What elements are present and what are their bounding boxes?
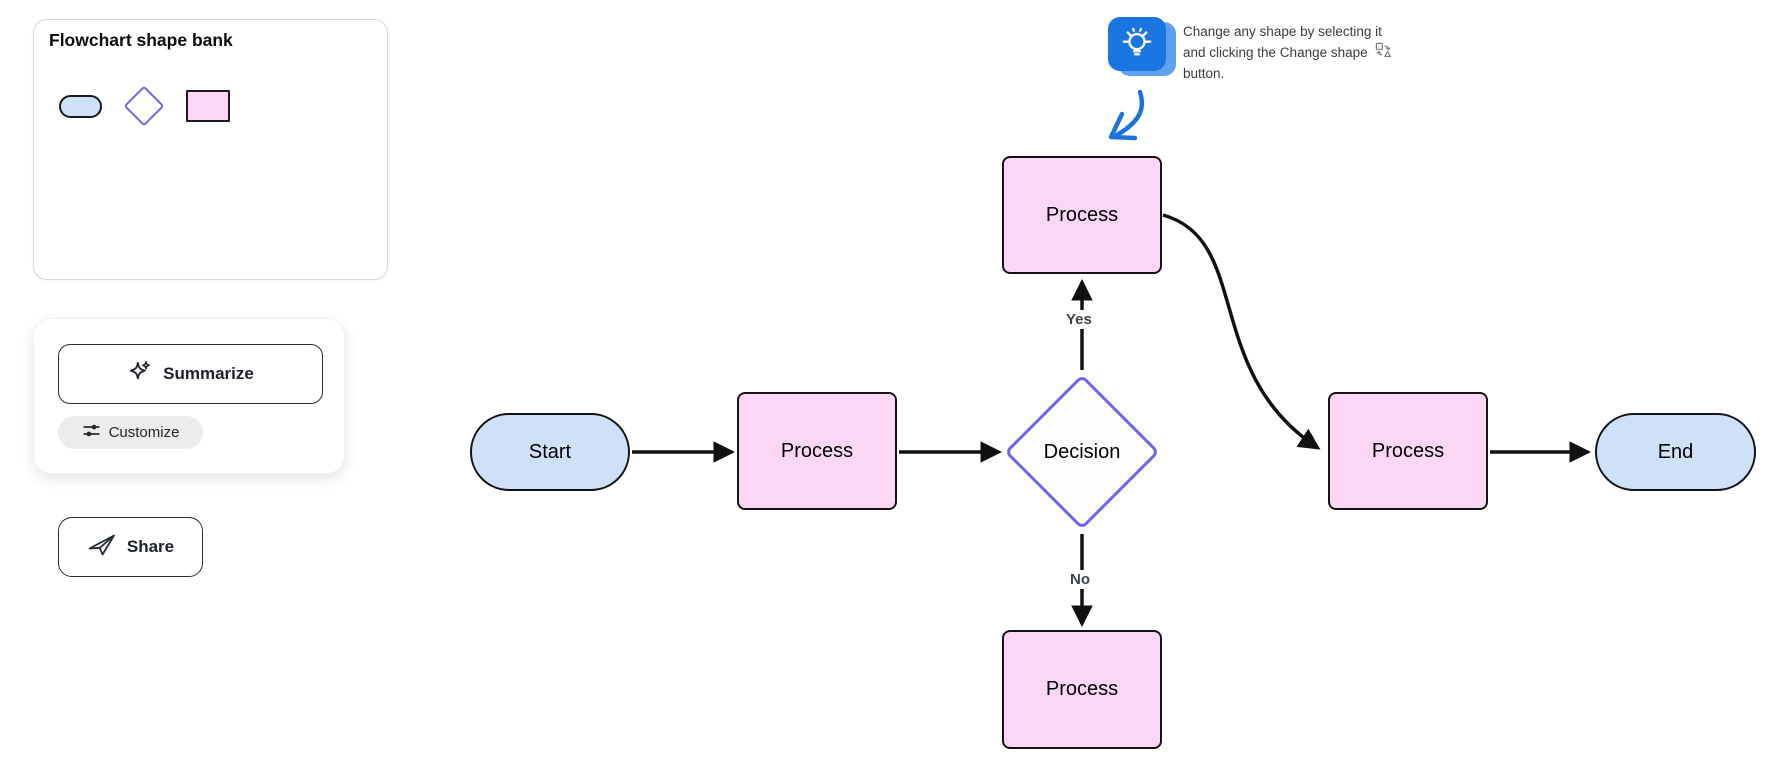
share-label: Share xyxy=(126,537,175,556)
tip-arrow-head xyxy=(1108,111,1138,141)
edge-processtop-to-processright[interactable] xyxy=(1162,213,1321,450)
shape-bank-title: Flowchart shape bank xyxy=(49,30,233,50)
customize-label: Customize xyxy=(108,424,180,441)
sparkles-icon xyxy=(127,359,153,390)
process-shape[interactable] xyxy=(186,90,230,122)
change-shape-icon xyxy=(1375,42,1392,65)
node-end[interactable]: End xyxy=(1595,413,1756,491)
paper-plane-icon xyxy=(87,532,117,563)
node-process-1[interactable]: Process xyxy=(737,392,897,510)
lightbulb-icon xyxy=(1117,23,1157,66)
node-process-1-label: Process xyxy=(780,439,854,462)
shape-bank-panel: Flowchart shape bank xyxy=(33,19,388,280)
node-process-right[interactable]: Process xyxy=(1328,392,1488,510)
node-start[interactable]: Start xyxy=(470,413,630,491)
node-start-label: Start xyxy=(528,440,572,463)
node-end-label: End xyxy=(1657,440,1694,463)
node-process-right-label: Process xyxy=(1371,439,1445,462)
node-process-bottom[interactable]: Process xyxy=(1002,630,1162,749)
tip-line-1: Change any shape by selecting it xyxy=(1183,24,1382,39)
tip-line-3: button. xyxy=(1183,66,1225,81)
node-process-top[interactable]: Process xyxy=(1002,156,1162,274)
terminator-shape[interactable] xyxy=(59,94,102,118)
edge-label-no[interactable]: No xyxy=(1066,570,1094,589)
tip-line-2: and clicking the Change shape xyxy=(1183,45,1368,60)
decision-shape-outline xyxy=(123,85,165,127)
tip-arrow xyxy=(1114,89,1145,138)
summarize-label: Summarize xyxy=(163,364,254,383)
tip-tooltip: Change any shape by selecting it and cli… xyxy=(1183,22,1413,84)
customize-button[interactable]: Customize xyxy=(58,416,203,449)
shape-bank-row xyxy=(49,85,372,127)
edge-label-yes[interactable]: Yes xyxy=(1062,310,1096,329)
decision-shape[interactable] xyxy=(123,85,165,127)
node-process-bottom-label: Process xyxy=(1045,678,1119,700)
sliders-icon xyxy=(82,421,101,444)
share-button[interactable]: Share xyxy=(58,517,203,577)
node-process-top-label: Process xyxy=(1045,203,1119,226)
node-decision[interactable]: Decision xyxy=(1004,374,1160,530)
tip-lightbulb-button[interactable] xyxy=(1108,17,1166,71)
ai-assist-panel: Summarize Customize xyxy=(33,318,345,474)
node-decision-label: Decision xyxy=(1043,440,1121,463)
summarize-button[interactable]: Summarize xyxy=(58,344,323,404)
